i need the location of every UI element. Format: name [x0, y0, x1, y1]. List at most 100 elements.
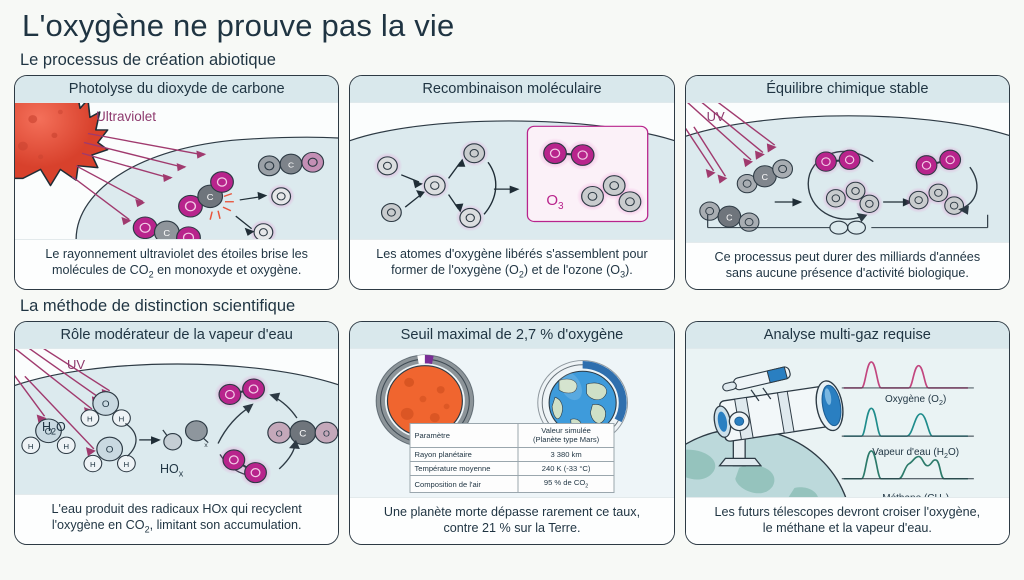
spectrum-oxygen — [841, 360, 974, 389]
svg-text:H: H — [124, 460, 130, 469]
radical-hox: x — [162, 419, 209, 451]
caption-sub: 2 — [144, 524, 150, 535]
molecule-o2 — [538, 137, 600, 170]
svg-text:H: H — [119, 415, 125, 424]
caption-line-1: L'eau produit des radicaux HOx qui recyc… — [51, 502, 302, 517]
table-header-row: Paramètre Valeur simulée (Planète type M… — [409, 422, 615, 449]
caption-line-2b: en monoxyde et oxygène. — [153, 263, 302, 278]
panel-analyse[interactable]: Analyse multi-gaz requise — [684, 320, 1010, 545]
right-o3 — [904, 179, 968, 219]
molecule-h2o-1: O H H — [80, 390, 131, 427]
uv-rays — [15, 348, 111, 450]
svg-text:O: O — [106, 445, 114, 456]
panel-vapeur-eau[interactable]: Rôle modérateur de la vapeur d'eau — [14, 320, 340, 545]
planet-earth-base — [685, 427, 846, 497]
svg-text:C: C — [288, 161, 294, 170]
star-shape — [15, 102, 109, 186]
table-row: Rayon planétaire 3 380 km — [409, 447, 615, 463]
telescope-icon — [713, 365, 844, 467]
molecule-co2-center: C — [178, 170, 234, 220]
caption-line-1: Les futurs télescopes devront croiser l'… — [714, 504, 981, 519]
ozone-label: O3 — [546, 192, 563, 212]
panel-recombinaison-header: Recombinaison moléculaire — [350, 75, 674, 103]
spectrum-label-water: Vapeur d'eau (H2O) — [872, 446, 960, 460]
caption-sub-2: 3 — [620, 269, 626, 280]
oxygen-atom-1 — [373, 152, 403, 179]
caption-line-2b: ) et de l'ozone (O — [523, 263, 621, 278]
ozone-label-sub: 3 — [558, 200, 564, 212]
cycle-o3 — [821, 177, 883, 217]
panel-photolyse-header: Photolyse du dioxyde de carbone — [15, 75, 339, 103]
table-cell-param: Température moyenne — [409, 461, 519, 477]
panel-photolyse[interactable]: Photolyse du dioxyde de carbone — [14, 74, 340, 290]
svg-text:H: H — [90, 460, 96, 469]
table-col1-header: Paramètre — [409, 422, 519, 449]
panel-recombinaison-illustration: O3 — [350, 102, 674, 240]
panel-photolyse-caption: Le rayonnement ultraviolet des étoiles b… — [15, 239, 339, 289]
uv-label: UV — [706, 108, 725, 124]
svg-text:x: x — [204, 442, 208, 449]
svg-text:O: O — [276, 428, 283, 438]
oxygen-atom-3 — [381, 202, 403, 222]
caption-line-2b: , limitant son accumulation. — [149, 518, 302, 533]
svg-text:C: C — [299, 428, 306, 439]
oxygen-atom-4 — [459, 139, 490, 167]
uv-rays — [71, 132, 205, 220]
panel-vapeur-eau-header: Rôle modérateur de la vapeur d'eau — [15, 321, 339, 349]
table-col2-header: Valeur simulée (Planète type Mars) — [517, 422, 615, 449]
earth-dial — [537, 359, 629, 446]
molecule-o3 — [577, 170, 647, 216]
panel-equilibre-header: Équilibre chimique stable — [685, 75, 1009, 103]
table-row: Composition de l'air 95 % de CO2 — [409, 475, 615, 493]
caption-line-2: contre 21 % sur la Terre. — [443, 521, 581, 536]
panel-recombinaison-caption: Les atomes d'oxygène libérés s'assemblen… — [350, 239, 674, 289]
panel-seuil[interactable]: Seuil maximal de 2,7 % d'oxygène — [349, 320, 675, 545]
oxygen-atom-2 — [420, 171, 450, 199]
caption-line-2a: molécules de CO — [51, 263, 149, 278]
panel-analyse-caption: Les futurs télescopes devront croiser l'… — [685, 496, 1009, 544]
panel-seuil-caption: Une planète morte dépasse rarement ce ta… — [350, 496, 674, 544]
uv-rays — [685, 102, 775, 177]
panel-analyse-illustration: Oxygène (O2) Vapeur d'eau (H2O) Méthane … — [685, 348, 1009, 497]
panel-recombinaison[interactable]: Recombinaison moléculaire — [349, 74, 675, 290]
uv-label: UV — [67, 356, 86, 372]
svg-text:H: H — [87, 415, 93, 424]
oxygen-atom-5 — [455, 204, 486, 231]
caption-line-2: sans aucune présence d'activité biologiq… — [725, 266, 969, 281]
free-oxygen-atoms — [249, 183, 295, 240]
table-cell-value: 3 380 km — [517, 447, 615, 463]
panel-row-top: Photolyse du dioxyde de carbone — [14, 74, 1010, 290]
break-spark — [209, 192, 234, 220]
right-o2 — [911, 145, 965, 179]
spectrum-water — [841, 407, 974, 437]
svg-text:H: H — [28, 442, 34, 451]
table-cell-param: Composition de l'air — [409, 475, 519, 493]
svg-text:O: O — [102, 399, 110, 410]
table-cell-param: Rayon planétaire — [409, 447, 519, 463]
table-cell-value: 240 K (-33 °C) — [517, 461, 615, 477]
panel-seuil-illustration: Paramètre Valeur simulée (Planète type M… — [350, 348, 674, 497]
section-heading-1: Le processus de création abiotique — [20, 50, 276, 69]
panel-photolyse-illustration: C C — [15, 102, 339, 240]
table-cell-value: 95 % de CO2 — [517, 475, 615, 493]
caption-line-1: Ce processus peut durer des milliards d'… — [714, 249, 981, 264]
water-label: H2O — [42, 419, 66, 437]
page-title: L'oxygène ne prouve pas la vie — [22, 8, 455, 43]
caption-line-2: le méthane et la vapeur d'eau. — [762, 521, 932, 536]
panel-equilibre[interactable]: Équilibre chimique stable — [684, 74, 1010, 290]
panel-row-bottom: Rôle modérateur de la vapeur d'eau — [14, 320, 1010, 545]
panel-analyse-header: Analyse multi-gaz requise — [685, 321, 1009, 349]
panel-vapeur-eau-illustration: O H H O H H — [15, 348, 339, 495]
planet-table: Paramètre Valeur simulée (Planète type M… — [409, 422, 615, 493]
caption-line-1: Les atomes d'oxygène libérés s'assemblen… — [376, 247, 648, 262]
molecule-co2-bottom: C — [132, 216, 201, 240]
cycle-o2 — [810, 145, 865, 176]
svg-text:C: C — [761, 172, 767, 182]
panel-equilibre-illustration: C C — [685, 102, 1009, 242]
ozone-label-main: O — [546, 191, 558, 209]
caption-line-2c: ). — [625, 263, 633, 278]
caption-sub: 2 — [148, 269, 154, 280]
spectrum-label-methane: Méthane (CH4) — [851, 493, 981, 497]
table-row: Température moyenne 240 K (-33 °C) — [409, 461, 615, 477]
cycle-o2-bottom — [218, 444, 272, 487]
